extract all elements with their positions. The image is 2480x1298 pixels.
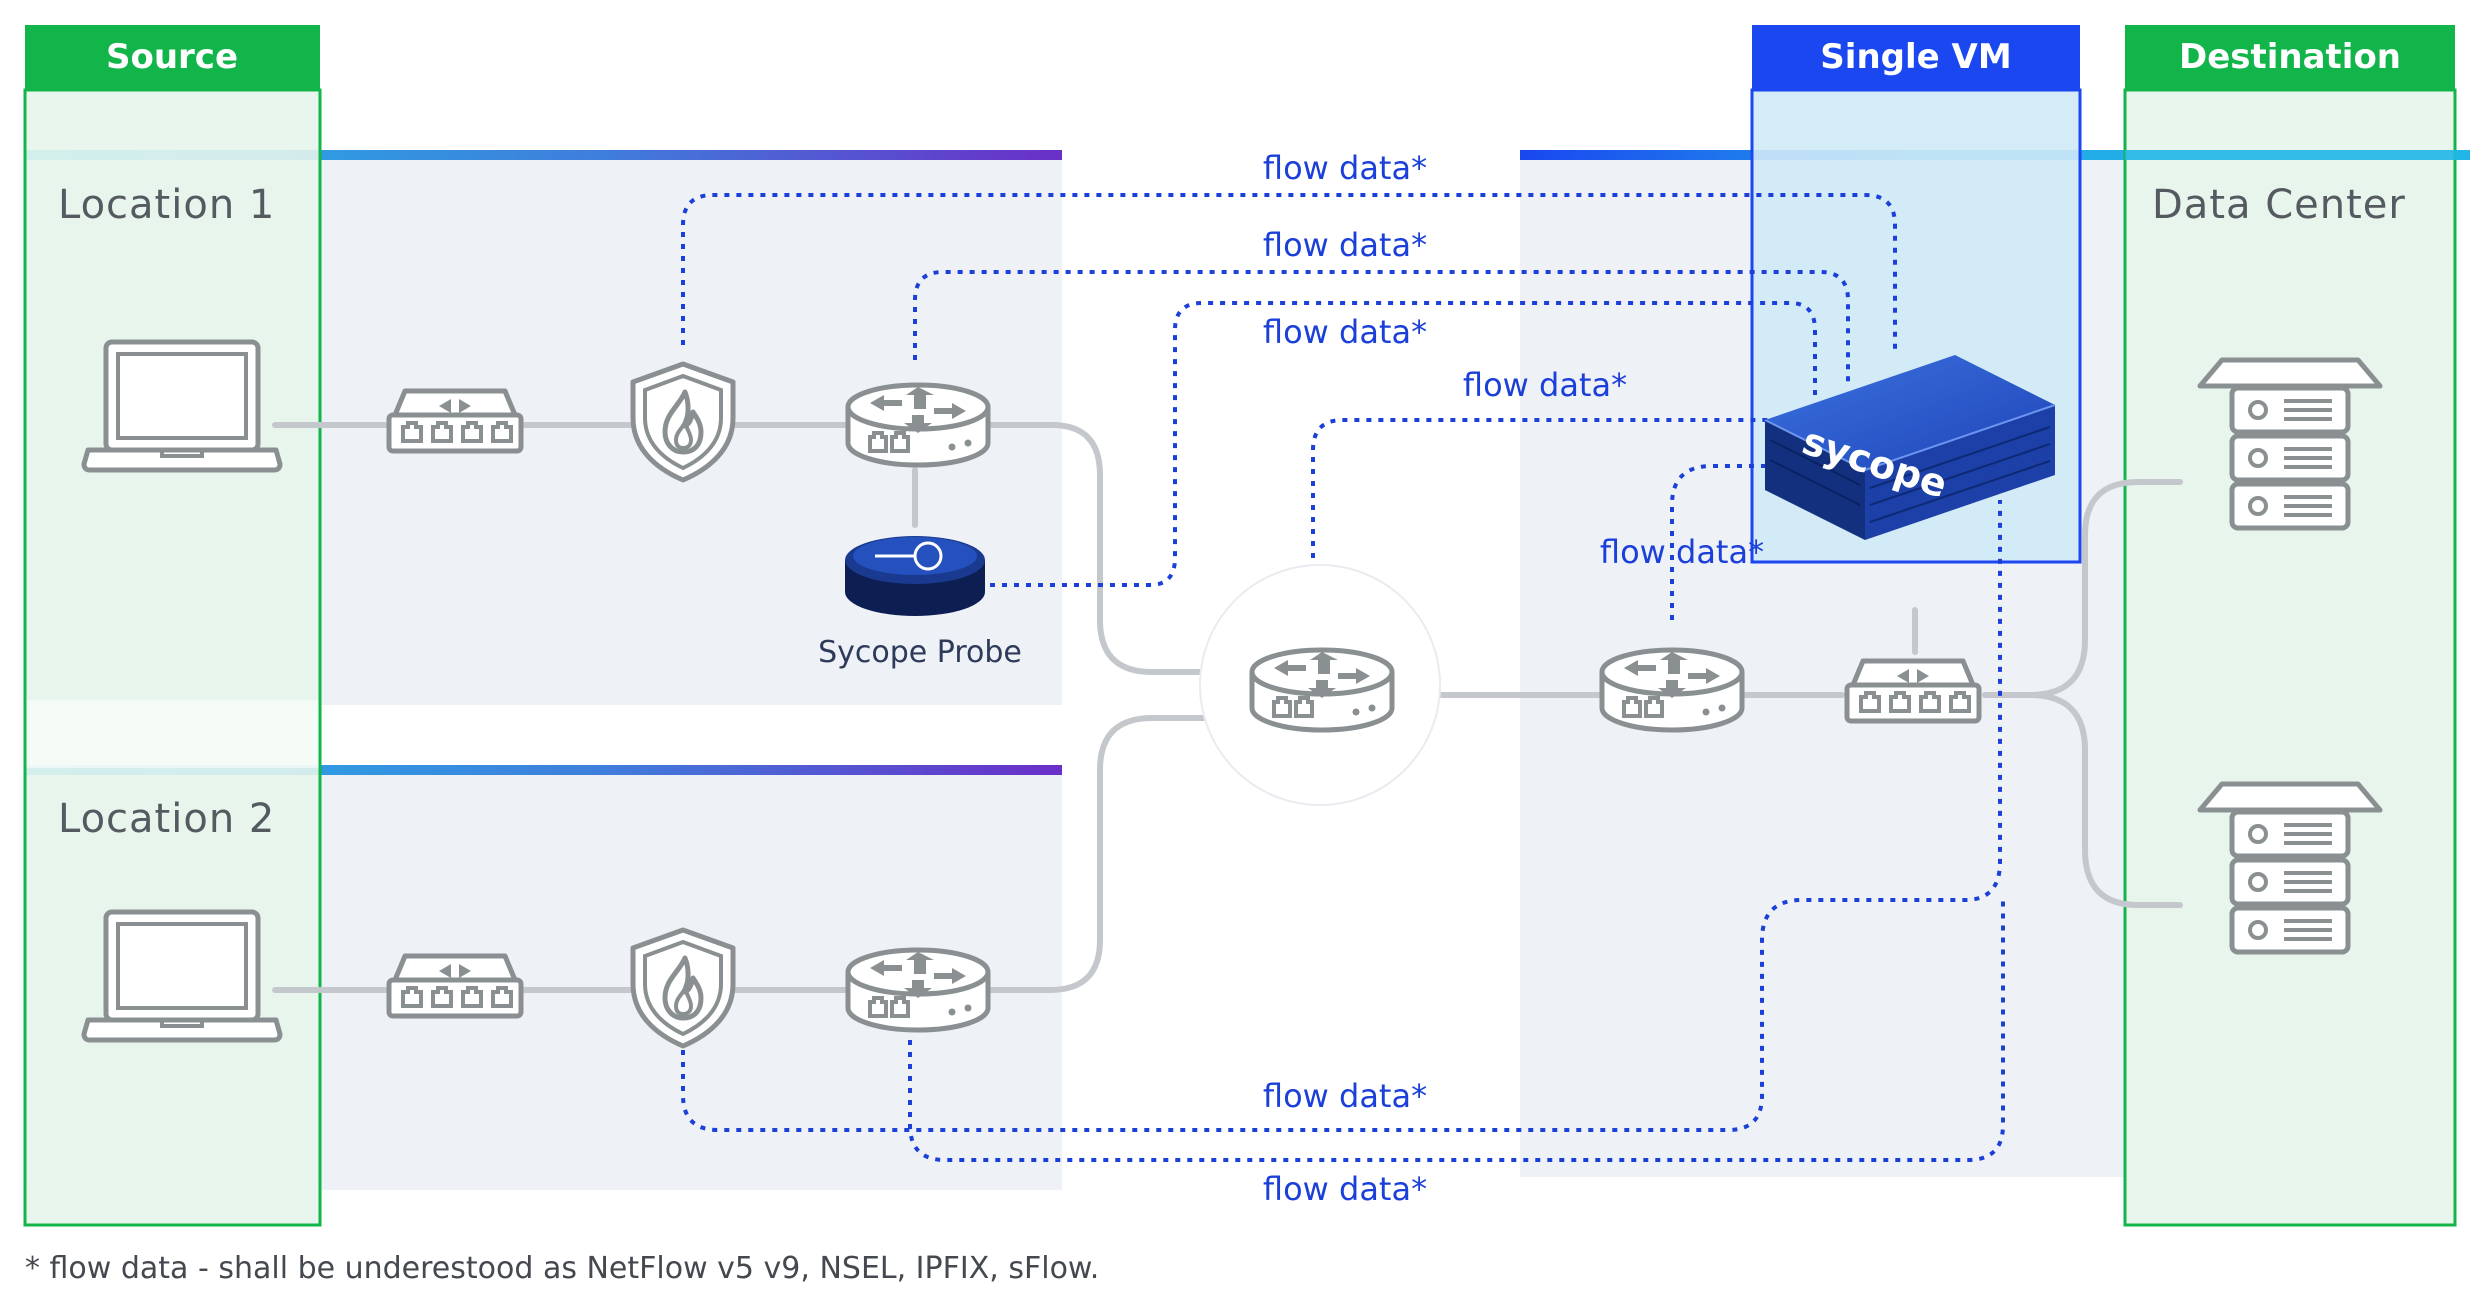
router-icon xyxy=(848,950,988,1030)
flow-label-4: flow data* xyxy=(1463,366,1627,404)
network-cables xyxy=(272,422,2183,993)
server-icon xyxy=(2197,357,2383,528)
footnote: * flow data - shall be underestood as Ne… xyxy=(25,1251,1099,1286)
datacenter-label: Data Center xyxy=(2152,182,2406,228)
destination-column: Destination xyxy=(2123,25,2457,1227)
source-header-label: Source xyxy=(106,37,238,77)
single-vm-header-label: Single VM xyxy=(1820,37,2011,77)
server-icon xyxy=(2197,781,2383,952)
location2-top-bar xyxy=(25,765,1062,775)
sycope-probe-icon xyxy=(845,536,985,616)
location1-top-bar xyxy=(25,150,1062,160)
flow-lines xyxy=(681,193,2005,1162)
router-icon xyxy=(1252,650,1392,730)
laptop-icon xyxy=(84,342,280,470)
sycope-appliance-icon: sycope xyxy=(1764,355,2056,540)
flow-label-5: flow data* xyxy=(1600,533,1764,571)
flow-label-7: flow data* xyxy=(1263,1170,1427,1208)
laptop-icon xyxy=(84,912,280,1040)
location1-label: Location 1 xyxy=(58,182,275,228)
switch-icon xyxy=(389,391,521,451)
switch-icon xyxy=(1847,661,1979,721)
destination-header xyxy=(2125,25,2455,90)
router-icon xyxy=(848,385,988,465)
single-vm-header xyxy=(1752,25,2080,90)
switch-icon xyxy=(389,956,521,1016)
flow-label-6: flow data* xyxy=(1263,1077,1427,1115)
destination-header-label: Destination xyxy=(2179,37,2401,77)
flow-label-3: flow data* xyxy=(1263,313,1427,351)
source-header xyxy=(25,25,320,90)
router-icon xyxy=(1602,650,1742,730)
flow-label-2: flow data* xyxy=(1263,226,1427,264)
core-router xyxy=(1199,564,1441,806)
location2-label: Location 2 xyxy=(58,796,275,842)
flow-label-1: flow data* xyxy=(1263,149,1427,187)
sycope-probe-label: Sycope Probe xyxy=(818,635,1022,670)
